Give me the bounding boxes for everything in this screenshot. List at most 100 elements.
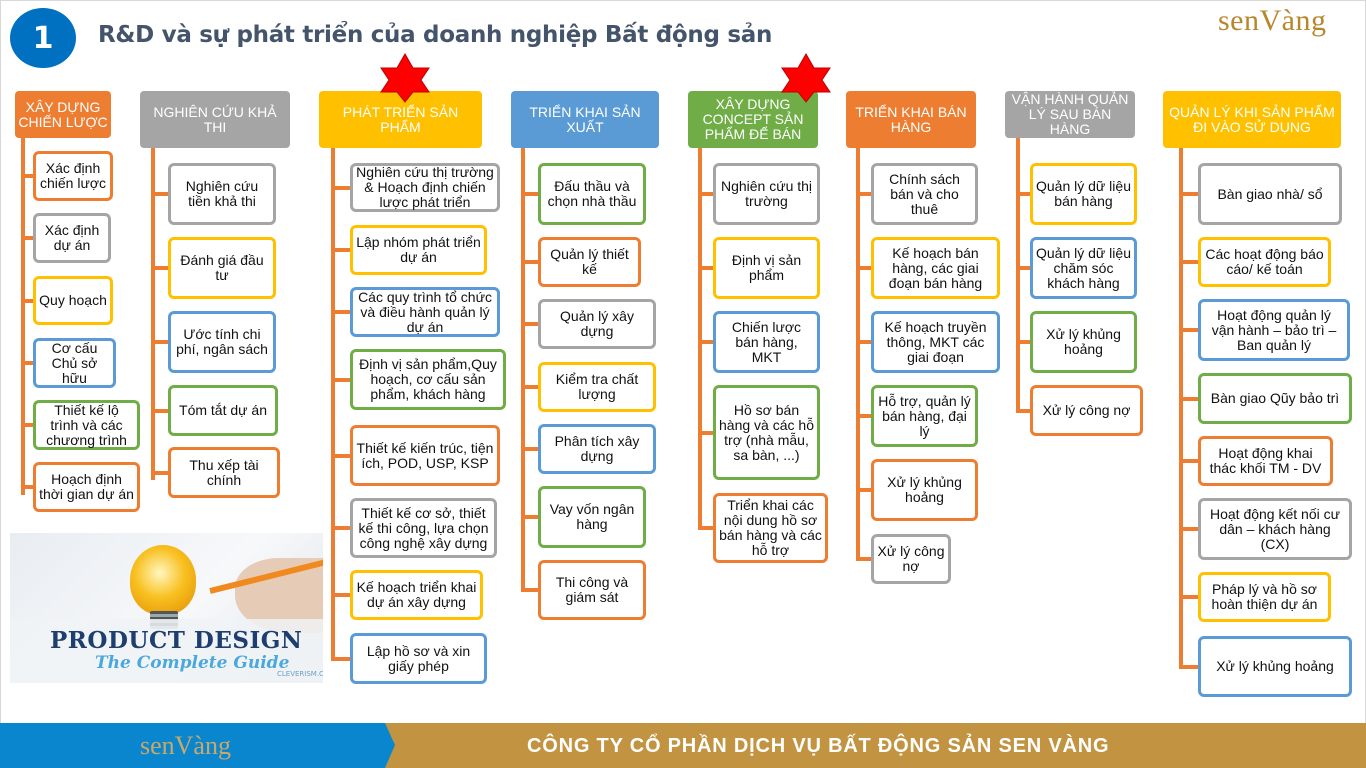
highlight-star-icon [380,52,430,103]
product-design-image: PRODUCT DESIGN The Complete Guide CLEVER… [10,533,323,683]
column-header: QUẢN LÝ KHI SẢN PHẨM ĐI VÀO SỬ DỤNG [1163,91,1341,148]
process-step-box: Nghiên cứu thị trường & Hoạch định chiến… [350,163,500,212]
process-step-box: Thi công và giám sát [538,560,646,620]
branch-connector [521,385,538,389]
branch-connector [1016,408,1030,413]
connector-line [1016,138,1020,412]
process-step-box: Chiến lược bán hàng, MKT [713,311,820,373]
branch-connector [21,236,33,240]
column-header: TRIỂN KHAI BÁN HÀNG [846,91,976,148]
process-step-box: Pháp lý và hồ sơ hoàn thiện dự án [1198,572,1331,622]
branch-connector [856,414,871,418]
branch-connector [521,322,538,326]
process-step-box: Xử lý khủng hoảng [1030,311,1137,373]
process-step-box: Quản lý dữ liệu bán hàng [1030,163,1137,225]
branch-connector [856,488,871,492]
branch-connector [151,266,168,270]
process-step-box: Hoạt động khai thác khối TM - DV [1198,436,1333,486]
branch-connector [21,485,33,489]
branch-connector [698,430,713,435]
process-step-box: Thiết kế cơ sở, thiết kế thi công, lựa c… [350,498,497,558]
process-step-box: Tóm tắt dự án [168,385,278,436]
column-header: VẬN HÀNH QUẢN LÝ SAU BÁN HÀNG [1005,91,1135,138]
process-step-box: Hỗ trợ, quản lý bán hàng, đại lý [871,385,978,447]
column-header: TRIỂN KHAI SẢN XUẤT [511,91,659,148]
branch-connector [21,174,33,178]
process-step-box: Thu xếp tài chính [168,447,280,498]
branch-connector [1016,266,1030,270]
process-step-box: Xử lý khủng hoảng [1198,636,1352,697]
company-logo: senVàng [1218,4,1327,37]
branch-connector [698,266,713,270]
process-step-box: Hoạt động kết nối cư dân – khách hàng (C… [1198,498,1352,560]
process-step-box: Xác định dự án [33,213,111,263]
process-step-box: Bàn giao Qũy bảo trì [1198,373,1352,424]
branch-connector [21,361,33,365]
connector-line [1179,148,1183,668]
process-step-box: Xử lý công nợ [1030,385,1143,436]
branch-connector [856,192,871,196]
branch-connector [698,192,713,196]
branch-connector [21,298,33,303]
branch-connector [1179,396,1198,401]
branch-connector [1179,192,1198,196]
image-caption-band [10,619,323,683]
image-credit: CLEVERISM.COM [277,670,323,678]
connector-line [856,148,860,561]
process-step-box: Các quy trình tổ chức và điều hành quản … [350,287,500,337]
footer-logo: senVàng [140,731,231,760]
branch-connector [151,192,168,196]
process-step-box: Triển khai các nội dung hồ sơ bán hàng v… [713,493,828,563]
branch-connector [698,526,713,530]
highlight-star-icon [781,52,831,103]
connector-line [151,148,155,480]
branch-connector [856,557,871,561]
process-step-box: Bàn giao nhà/ sổ [1198,163,1342,225]
process-step-box: Các hoạt động báo cáo/ kế toán [1198,237,1331,287]
connector-line [331,148,335,658]
column-header: XÂY DỰNG CHIẾN LƯỢC [15,91,111,138]
branch-connector [1179,664,1198,669]
section-number-badge: 1 [10,8,76,68]
process-step-box: Quản lý dữ liệu chăm sóc khách hàng [1030,237,1137,299]
branch-connector [521,588,538,592]
process-step-box: Xử lý công nợ [871,534,951,584]
image-title: PRODUCT DESIGN [50,627,303,654]
process-step-box: Kế hoạch truyền thông, MKT các giai đoạn [871,311,1000,373]
branch-connector [1179,328,1198,332]
column-header: PHÁT TRIỂN SẢN PHẨM [319,91,482,148]
branch-connector [151,470,168,475]
branch-connector [21,423,33,427]
process-step-box: Xác định chiến lược [33,151,113,201]
branch-connector [1016,340,1030,344]
process-step-box: Hồ sơ bán hàng và các hỗ trợ (nhà mẫu, s… [713,385,820,480]
page-title: R&D và sự phát triển của doanh nghiệp Bấ… [98,22,773,48]
connector-line [698,148,702,530]
process-step-box: Hoạch định thời gian dự án [33,462,140,512]
branch-connector [856,340,871,344]
process-step-box: Lập hồ sơ và xin giấy phép [350,633,487,684]
branch-connector [331,656,350,661]
branch-connector [331,526,350,530]
process-step-box: Đấu thầu và chọn nhà thầu [538,163,646,225]
column-header: XÂY DỰNG CONCEPT SẢN PHẨM ĐỂ BÁN [688,91,818,148]
process-step-box: Thiết kế lộ trình và các chương trình [33,400,140,450]
branch-connector [521,260,538,264]
footer-company-name: CÔNG TY CỔ PHẦN DỊCH VỤ BẤT ĐỘNG SẢN SEN… [527,735,1110,757]
connector-line [21,138,25,495]
column-header: NGHIÊN CỨU KHẢ THI [140,91,290,148]
process-step-box: Quản lý xây dựng [538,299,656,349]
branch-connector [1179,459,1198,463]
process-step-box: Nghiên cứu thị trường [713,163,820,225]
process-step-box: Quản lý thiết kế [538,237,641,287]
branch-connector [151,340,168,344]
process-step-box: Kế hoạch bán hàng, các giai đoạn bán hàn… [871,237,1000,299]
process-step-box: Kế hoạch triển khai dự án xây dựng [350,570,483,620]
branch-connector [521,515,538,519]
process-step-box: Định vị sản phẩm [713,237,820,299]
branch-connector [698,340,713,344]
image-subtitle: The Complete Guide [95,653,290,673]
process-step-box: Phân tích xây dựng [538,424,656,474]
branch-connector [1179,595,1198,599]
branch-connector [1016,192,1030,196]
